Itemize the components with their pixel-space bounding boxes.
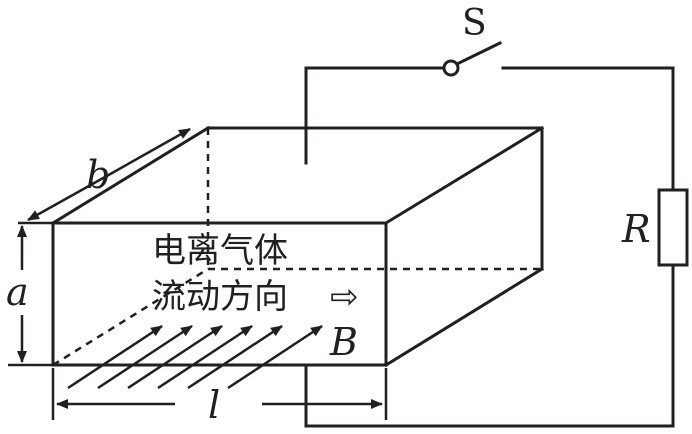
field-arrow-b-4 bbox=[157, 324, 253, 390]
switch-blade bbox=[454, 40, 503, 67]
label-length-l: l bbox=[208, 383, 220, 427]
box-hidden-left-bottom-edge bbox=[52, 267, 209, 367]
box-top-right-edge bbox=[383, 125, 545, 226]
resistor bbox=[657, 188, 689, 267]
label-resistor: R bbox=[621, 207, 651, 251]
field-arrow-b-6 bbox=[227, 324, 323, 390]
circuit-wire-top bbox=[304, 66, 445, 165]
dimension-b-arrow-front bbox=[27, 175, 106, 222]
field-arrow-b-3 bbox=[127, 324, 223, 390]
switch-pivot bbox=[442, 59, 460, 77]
label-switch: S bbox=[462, 3, 487, 44]
field-arrow-b-1 bbox=[67, 324, 163, 390]
flow-direction-arrow-icon: ⇨ bbox=[330, 277, 359, 317]
box-top-left-edge bbox=[50, 125, 211, 226]
label-width-b: b bbox=[86, 153, 110, 197]
field-arrow-b-5 bbox=[187, 324, 283, 390]
dimension-b-arrow-back bbox=[104, 127, 191, 179]
circuit-wire-right-top bbox=[501, 66, 675, 192]
box-right-bottom-edge bbox=[383, 266, 545, 368]
field-arrow-b-2 bbox=[97, 324, 193, 390]
circuit-wire-bottom bbox=[304, 263, 675, 428]
box-text-line1: 电离气体 bbox=[152, 231, 288, 271]
label-height-a: a bbox=[6, 270, 29, 314]
box-text-line2: 流动方向 bbox=[152, 277, 288, 317]
box-front-face bbox=[51, 221, 388, 367]
label-field-b: B bbox=[329, 320, 358, 364]
